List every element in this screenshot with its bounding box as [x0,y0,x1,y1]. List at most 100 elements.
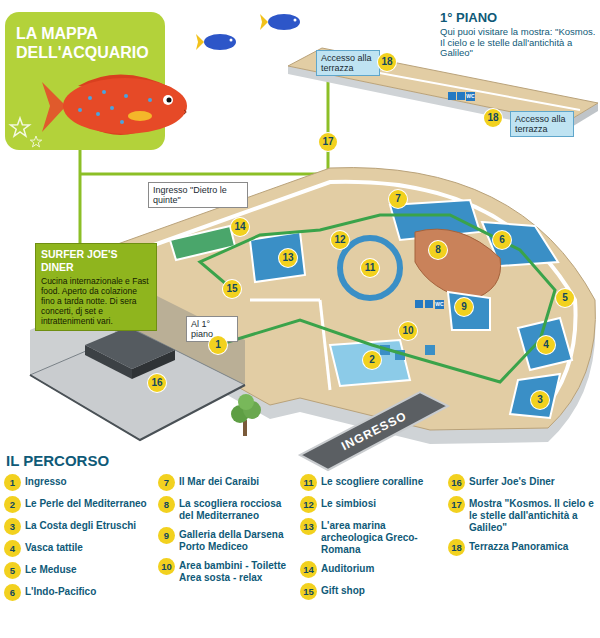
fish-drawing [110,106,114,110]
leader-lines [327,76,330,133]
callout-number: 17 [319,133,337,151]
blue-fish-drawing [230,39,233,42]
callout-number: 9 [455,298,473,316]
fish-drawing [42,74,187,135]
fish-drawing [120,120,124,124]
fish-drawing [124,94,128,98]
legend-text: Galleria della Darsena Porto Mediceo [179,529,297,553]
blue-fish-drawing [268,14,300,30]
legend-text: Le Perle del Mediterraneo [25,498,155,510]
tree [243,420,247,436]
callout-number: 11 [361,259,379,277]
tanks [340,238,400,298]
tanks [510,374,560,418]
legend-text: Le Meduse [25,564,155,576]
box-text: Cucina internazionale e Fast food. Apert… [41,276,151,326]
legend-number: 5 [4,562,21,579]
legend-text: Vasca tattile [25,542,155,554]
legend-number: 10 [158,558,175,575]
box-label: Ingresso "Dietro le quinte" [153,185,243,205]
legend-text: L'area marina archeologica Greco-Romana [321,520,445,556]
tanks [415,229,501,300]
legend-text: Le simbiosi [321,498,445,510]
building [320,300,330,390]
fish-drawing [102,90,106,94]
callout-number: 12 [331,231,349,249]
callout-number: 7 [389,190,407,208]
legend-heading: IL PERCORSO [6,452,109,469]
callout-number: 5 [556,289,574,307]
diner-annex [30,375,245,440]
legend-text: La scogliera rocciosa del Mediterraneo [179,498,297,522]
upper-floor [448,92,456,100]
entrance-tag: Ingresso "Dietro le quinte" [148,182,248,208]
fish-drawing [42,82,66,132]
fish-drawing [63,78,187,134]
callout-number: 14 [231,218,249,236]
legend-number: 11 [300,474,317,491]
toilet-icon: WC [466,92,475,101]
fish-drawing [148,98,152,102]
fish-drawing [163,95,173,105]
fish-drawing [128,111,152,121]
legend-number: 8 [158,496,175,513]
fish-drawing [78,108,82,112]
legend-number: 15 [300,583,317,600]
callout-number: 18 [378,53,396,71]
blue-fish-drawing [260,14,268,30]
callout-number: 10 [399,322,417,340]
legend-number: 14 [300,561,317,578]
legend-number: 2 [4,496,21,513]
legend-number: 18 [448,539,465,556]
callout-number: 15 [223,280,241,298]
blue-fish-drawing [204,34,236,50]
legend-text: Terrazza Panoramica [469,541,597,553]
tree [231,394,261,436]
fish-drawing [88,96,92,100]
fish-drawing [96,112,100,116]
callout-number: 4 [537,336,555,354]
route-lines [415,300,423,308]
diner-annex [85,327,175,369]
callout-number: 18 [484,109,502,127]
blue-fish-drawing [196,14,300,50]
legend-text: Mostra "Kosmos. Il cielo e le stelle dal… [469,498,597,534]
tree [238,394,254,410]
callout-box: Accesso alla terrazza [510,111,574,137]
legend-number: 4 [4,540,21,557]
leader-lines [80,151,328,174]
callout-number: 6 [493,231,511,249]
legend-number: 17 [448,496,465,513]
legend-number: 1 [4,474,21,491]
blue-fish-drawing [294,19,297,22]
tanks [425,345,435,355]
callout-number: 2 [363,351,381,369]
toilet-icon: WC [435,300,444,309]
map-title: LA MAPPA DELL'ACQUARIO [16,24,161,62]
route-lines [425,300,433,308]
blue-fish-drawing [196,34,204,50]
legend-number: 6 [4,584,21,601]
legend-text: Surfer Joe's Diner [469,476,597,488]
exhibit-note: Qui puoi visitare la mostra: "Kosmos. Il… [440,27,596,59]
upper-floor [457,92,465,100]
fish-drawing [184,110,186,114]
legend-text: La Costa degli Etruschi [25,520,155,532]
title-panel [30,136,41,147]
legend-text: Ingresso [25,476,155,488]
legend-number: 7 [158,474,175,491]
tanks [448,292,490,330]
legend-number: 12 [300,496,317,513]
legend-number: 13 [300,518,317,535]
legend-number: 16 [448,474,465,491]
route-lines [200,215,555,382]
callout-number: 1 [209,336,227,354]
building [250,299,320,302]
legend-text: Gift shop [321,585,445,597]
box-label: Accesso alla terrazza [515,114,569,134]
entrance-ramp [300,392,448,470]
callout-number: 8 [429,241,447,259]
legend-text: Il Mar dei Caraibi [179,476,297,488]
legend-number: 9 [158,527,175,544]
